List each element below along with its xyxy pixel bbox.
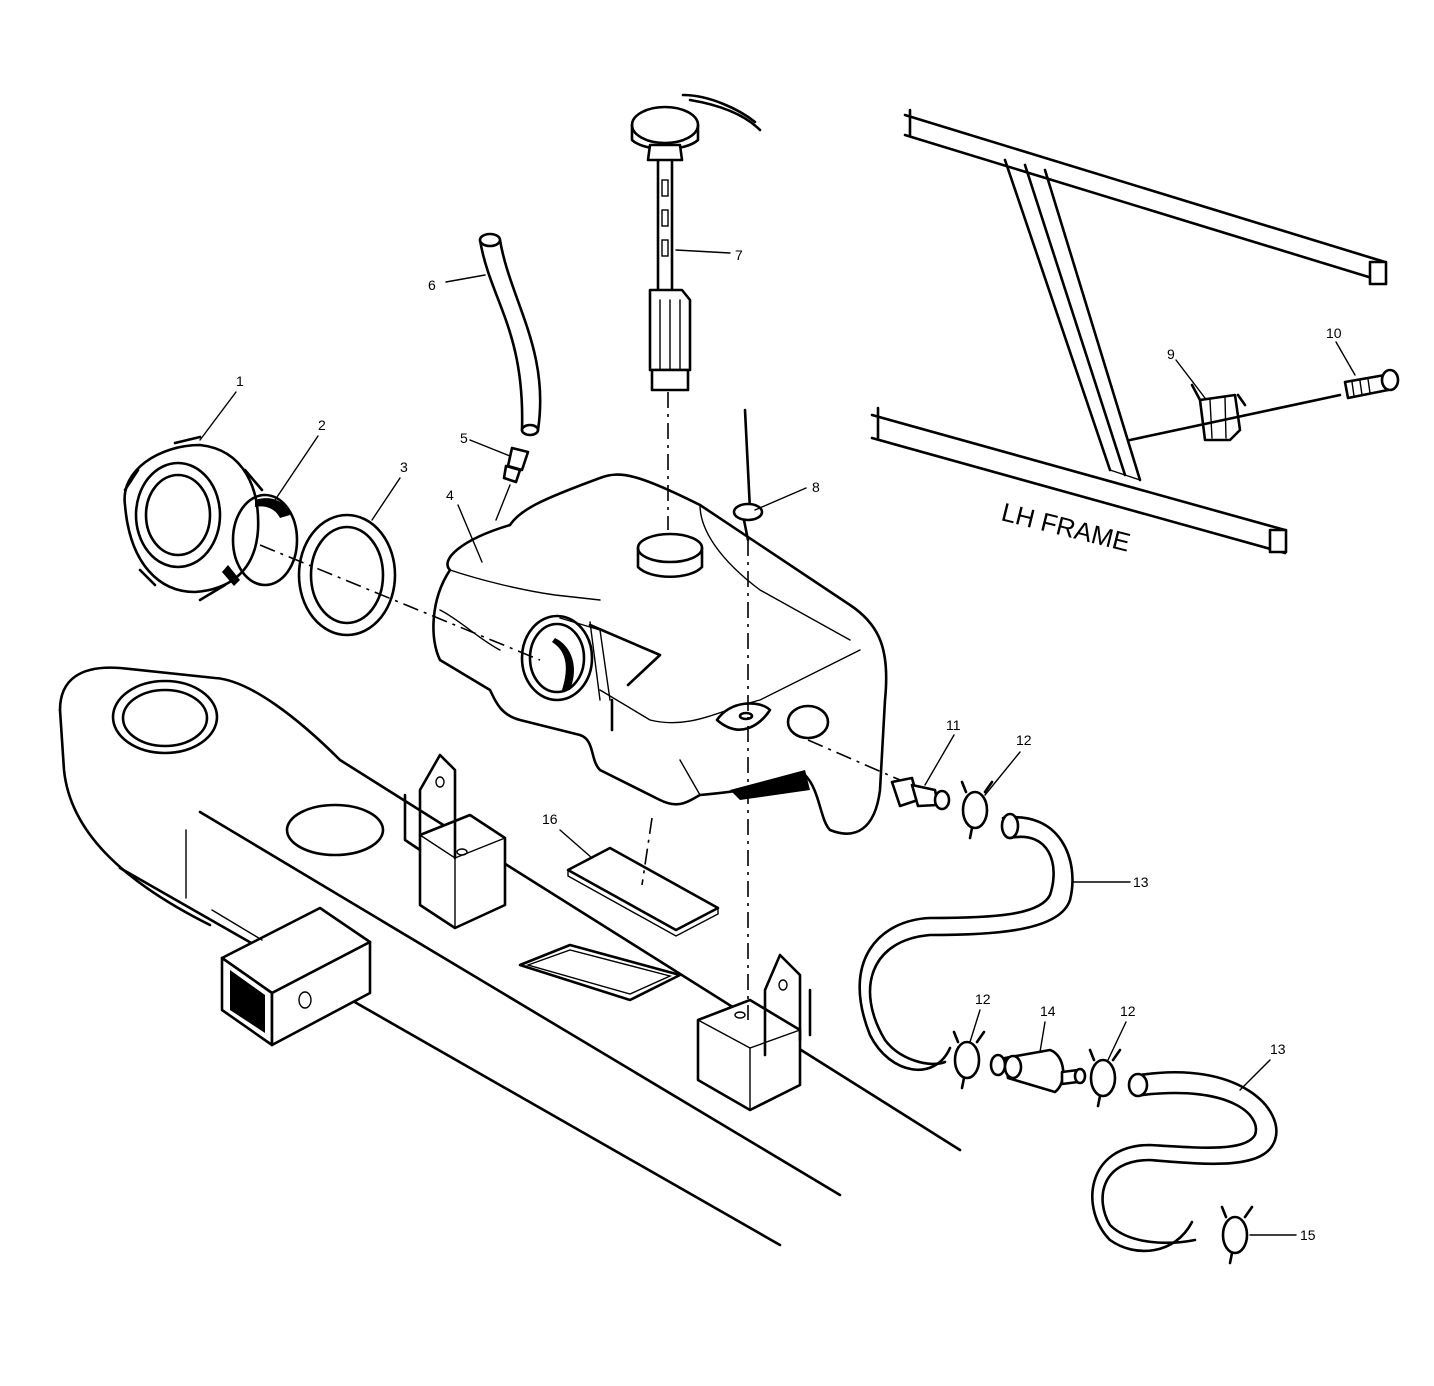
chassis-rail xyxy=(58,666,962,1247)
part-15-clamp-end xyxy=(1220,1205,1254,1265)
callout-13-lower: 13 xyxy=(1270,1041,1286,1057)
mount-bracket-right xyxy=(696,953,812,1112)
callout-7: 7 xyxy=(735,247,743,263)
receiver-tube xyxy=(211,906,372,1047)
part-3-washer xyxy=(297,513,397,637)
outlet-axis-line xyxy=(807,739,901,781)
part-1-filler-cap xyxy=(123,435,264,602)
part-16-pad xyxy=(566,846,720,937)
part-9-clip xyxy=(1128,383,1342,442)
part-4-oil-tank xyxy=(432,473,888,835)
part-8-grommet xyxy=(732,408,764,1020)
part-7-dipstick xyxy=(630,93,762,530)
part-2-cap-gasket xyxy=(222,493,299,587)
part-13-hose-upper xyxy=(858,812,1074,1072)
part-14-fuel-filter xyxy=(989,1048,1087,1094)
callout-2: 2 xyxy=(318,417,326,433)
callout-9: 9 xyxy=(1167,346,1175,362)
callout-12-upper: 12 xyxy=(1016,732,1032,748)
callout-6: 6 xyxy=(428,277,436,293)
part-13-hose-lower xyxy=(1091,1070,1278,1253)
callout-1: 1 xyxy=(236,373,244,389)
filler-axis-line xyxy=(259,544,541,661)
callout-3: 3 xyxy=(400,459,408,475)
part-5-fitting xyxy=(495,446,530,521)
callout-12-mid-left: 12 xyxy=(975,991,991,1007)
callouts: 1 2 3 4 5 6 7 8 9 10 11 12 12 12 13 13 1… xyxy=(236,247,1342,1243)
part-6-vent-hose xyxy=(478,232,542,437)
callout-15: 15 xyxy=(1300,1227,1316,1243)
callout-10: 10 xyxy=(1326,325,1342,341)
part-12-clamp-mid-right xyxy=(1088,1048,1122,1108)
callout-13-upper: 13 xyxy=(1133,874,1149,890)
callout-16: 16 xyxy=(542,811,558,827)
part-10-screw xyxy=(1343,368,1400,400)
callout-8: 8 xyxy=(812,479,820,495)
mount-bracket-left xyxy=(403,753,507,930)
callout-5: 5 xyxy=(460,430,468,446)
callout-11: 11 xyxy=(946,717,961,733)
part-12-clamp-mid-left xyxy=(952,1030,986,1090)
callout-12-mid-right: 12 xyxy=(1120,1003,1136,1019)
leader-lines xyxy=(199,249,1356,1236)
callout-4: 4 xyxy=(446,487,454,503)
part-11-outlet-fitting xyxy=(890,776,951,811)
callout-14: 14 xyxy=(1040,1003,1056,1019)
lh-frame-inset xyxy=(870,108,1388,555)
part-12-clamp-upper xyxy=(960,780,994,840)
